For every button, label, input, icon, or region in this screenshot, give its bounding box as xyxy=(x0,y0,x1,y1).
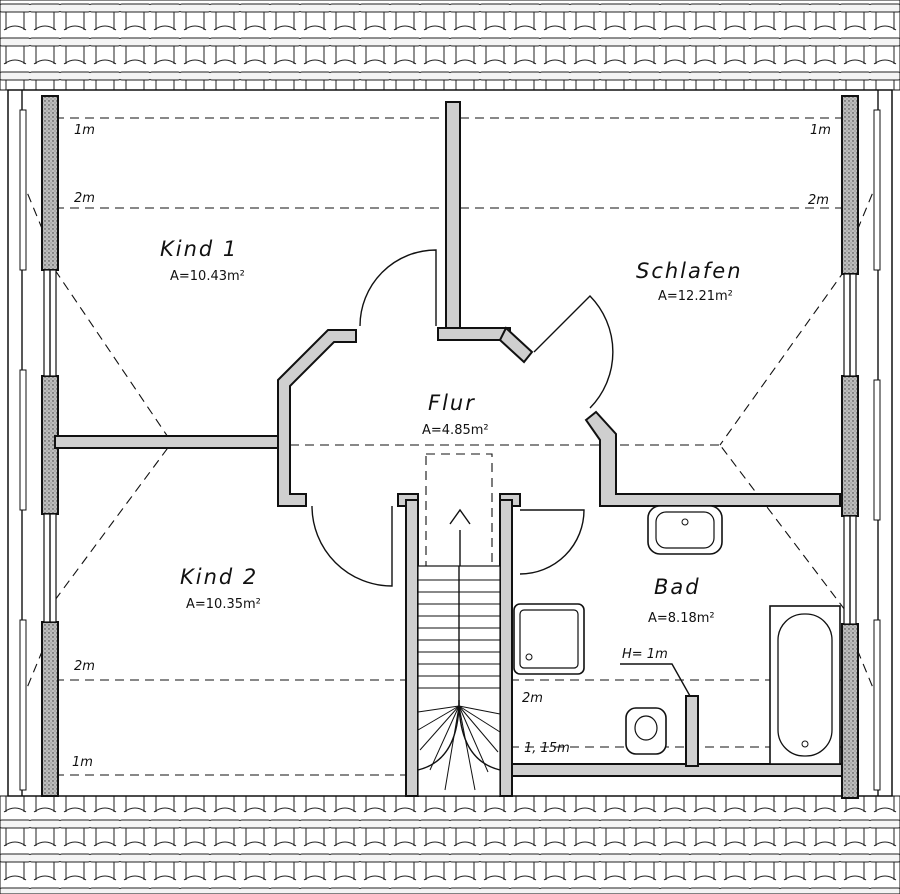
height-label-kind2-1m: 1m xyxy=(72,755,93,770)
stair-winder xyxy=(444,705,460,791)
height-label-schlafen-1m: 1m xyxy=(810,123,831,138)
stair-winder xyxy=(458,705,501,733)
room-name-kind1: Kind 1 xyxy=(160,237,238,261)
stair-winder xyxy=(458,705,501,715)
windows xyxy=(19,109,881,791)
slope-lines xyxy=(21,117,879,776)
toilet xyxy=(625,707,667,755)
bathroom-fixtures xyxy=(513,505,841,765)
staircase xyxy=(417,565,501,797)
stair-winder xyxy=(458,705,476,791)
room-area-schlafen: A=12.21m² xyxy=(658,289,733,304)
height-label-kind1-2m: 2m xyxy=(74,191,95,206)
roof-top xyxy=(0,0,900,91)
room-name-flur: Flur xyxy=(428,391,476,415)
height-label-kind1-1m: 1m xyxy=(74,123,95,138)
sink xyxy=(647,505,723,555)
height-label-bad-115m: 1, 15m xyxy=(524,741,570,756)
bad-partition-note: H= 1m xyxy=(622,647,668,662)
room-name-kind2: Kind 2 xyxy=(180,565,258,589)
gable-walls xyxy=(41,95,859,799)
room-area-bad: A=8.18m² xyxy=(648,611,715,626)
height-label-schlafen-2m: 2m xyxy=(808,193,829,208)
room-name-bad: Bad xyxy=(654,575,701,599)
height-label-kind2-2m: 2m xyxy=(74,659,95,674)
room-area-kind2: A=10.35m² xyxy=(186,597,261,612)
room-labels: Kind 1 A=10.43m² Schlafen A=12.21m² Flur… xyxy=(160,237,743,626)
shower-tray xyxy=(513,603,585,675)
height-labels: 1m 2m 1m 2m 2m 1m 2m 1, 15m H= 1m xyxy=(72,123,831,770)
bathtub xyxy=(769,605,841,765)
room-name-schlafen: Schlafen xyxy=(636,259,743,283)
stair-winder xyxy=(419,705,460,751)
interior-walls xyxy=(54,101,843,797)
roof-bottom xyxy=(0,795,900,894)
stair-winder xyxy=(458,705,489,773)
door-swings xyxy=(311,249,614,587)
height-label-bad-2m: 2m xyxy=(522,691,543,706)
stair-winder xyxy=(429,705,460,771)
room-area-flur: A=4.85m² xyxy=(422,423,489,438)
stair-winder xyxy=(417,705,460,731)
stair-winder xyxy=(458,705,499,753)
room-area-kind1: A=10.43m² xyxy=(170,269,245,284)
stair-winder xyxy=(417,705,460,713)
